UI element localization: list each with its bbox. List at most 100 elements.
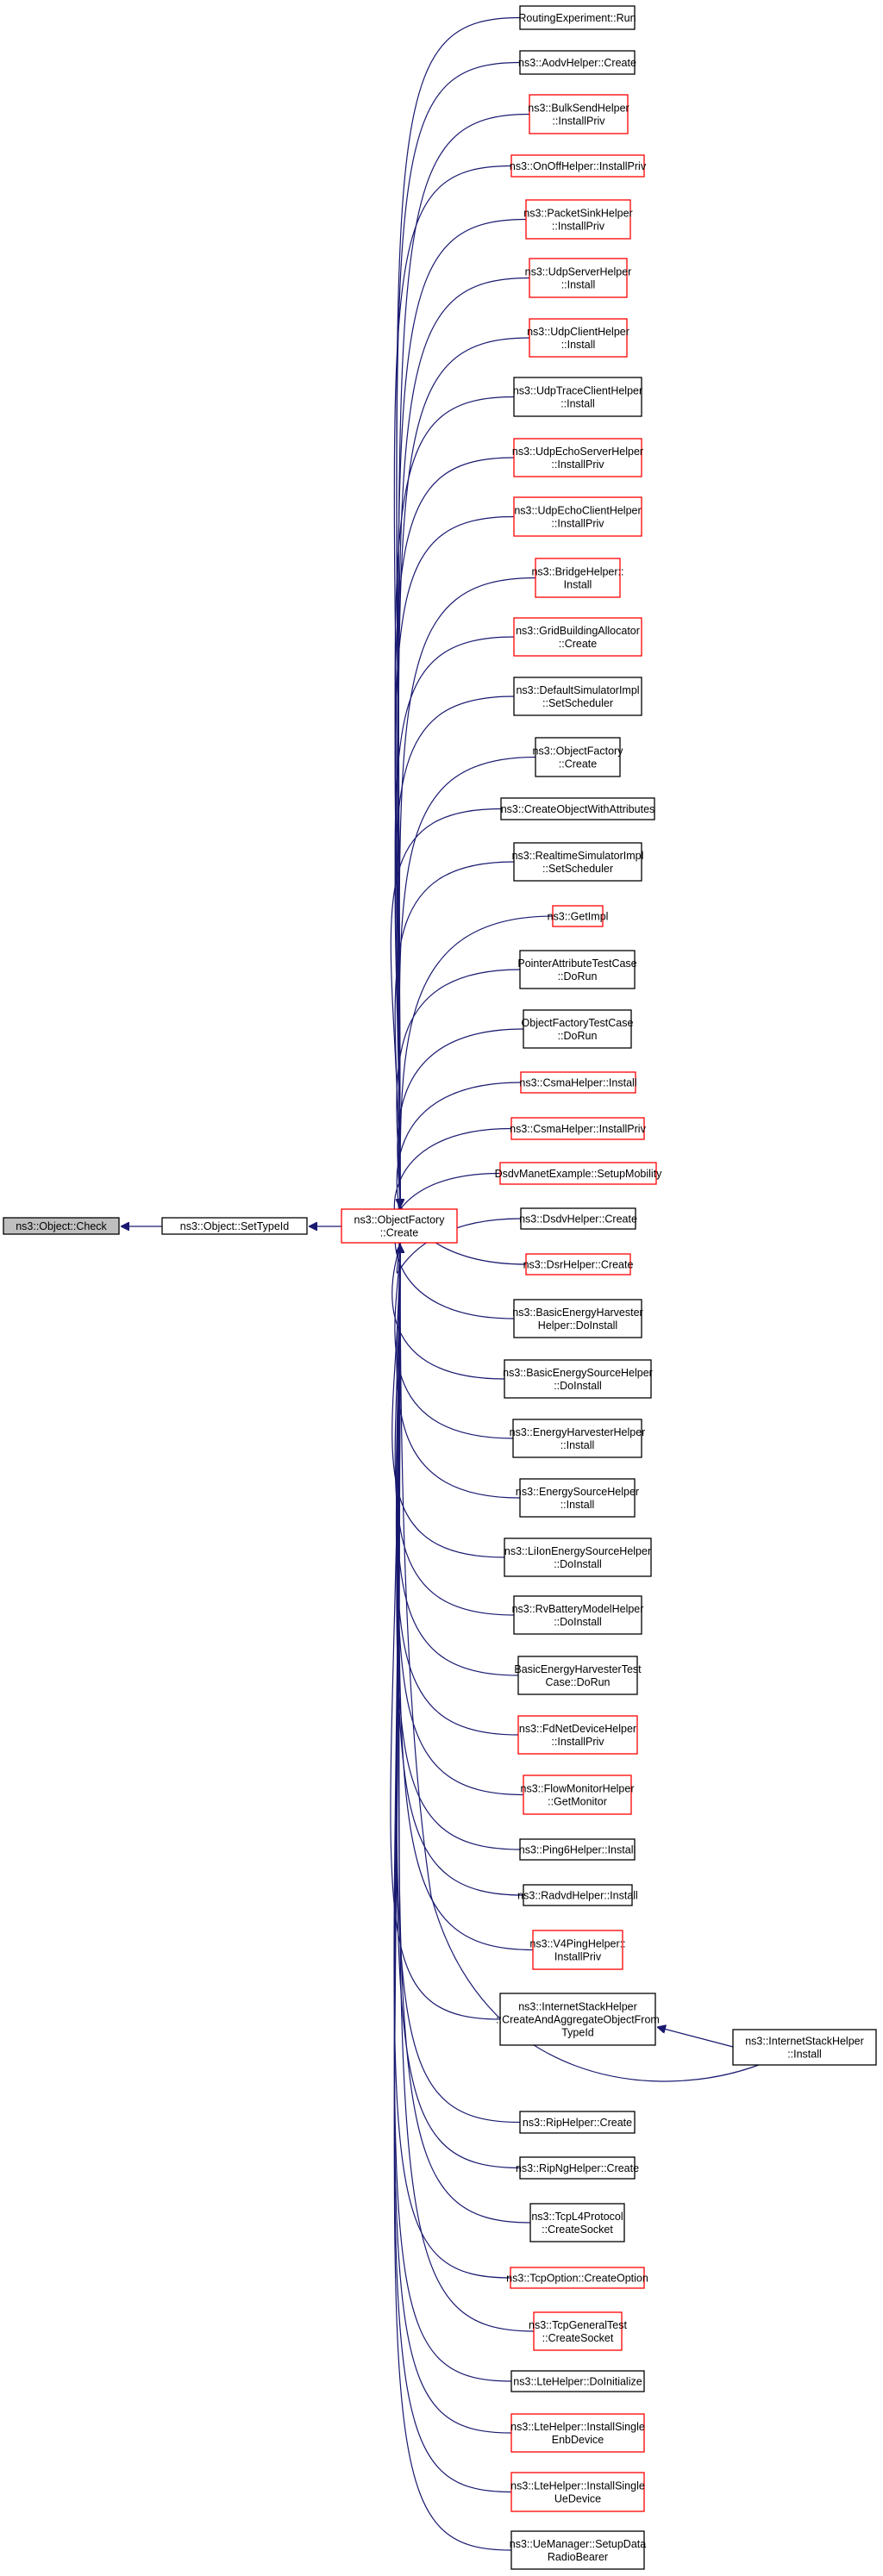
node-n8[interactable]: ns3::UdpEchoServerHelper::InstallPriv [512,438,643,477]
node-n40[interactable]: ns3::TcpOption::CreateOption [506,2267,648,2289]
node-box [513,438,642,477]
node-label: ::SetScheduler [542,697,613,709]
node-settypeid[interactable]: ns3::Object::SetTypeId [161,1217,308,1235]
node-n36[interactable]: ns3::InternetStackHelper::CreateAndAggre… [496,1993,660,2046]
node-label: ns3::Object::Check [16,1220,107,1232]
node-label: ::InstallPriv [552,115,605,128]
node-label: ::CreateAndAggregateObjectFrom [496,2014,660,2026]
node-label: Helper::DoInstall [538,1319,617,1332]
node-label: Case::DoRun [545,1676,610,1688]
node-label: ns3::RvBatteryModelHelper [512,1603,644,1615]
node-label: ns3::BasicEnergySourceHelper [503,1367,653,1379]
node-label: ::DoInstall [554,1380,602,1392]
node-box [525,199,631,240]
node-n32[interactable]: ns3::FlowMonitorHelper::GetMonitor [521,1775,635,1815]
edge-n1-to-objectfactory-create [397,61,521,1208]
node-label: RadioBearer [548,2551,608,2563]
node-n35[interactable]: ns3::V4PingHelper::InstallPriv [529,1930,626,1970]
edge-ish-install-to-objectfactory-create [400,1244,760,2082]
node-box [529,94,629,134]
node-label: ns3::ObjectFactory [354,1214,446,1226]
node-label: ns3::GridBuildingAllocator [516,625,640,637]
node-n16[interactable]: ns3::GetImpl [548,905,609,927]
node-n33[interactable]: ns3::Ping6Helper::Install [519,1838,636,1861]
node-label: ::Install [561,279,596,291]
node-n7[interactable]: ns3::UdpTraceClientHelper::Install [513,377,642,417]
node-box [523,1009,632,1049]
node-n3[interactable]: ns3::OnOffHelper::InstallPriv [510,154,647,178]
node-n26[interactable]: ns3::EnergyHarvesterHelper::Install [510,1419,646,1458]
node-n37[interactable]: ns3::RipHelper::Create [519,2111,636,2134]
node-n24[interactable]: ns3::BasicEnergyHarvesterHelper::DoInsta… [512,1299,643,1338]
node-n42[interactable]: ns3::LteHelper::DoInitialize [510,2370,645,2392]
node-n14[interactable]: ns3::CreateObjectWithAttributes [500,797,655,820]
node-n22[interactable]: ns3::DsdvHelper::Create [519,1207,637,1230]
node-n10[interactable]: ns3::BridgeHelper::Install [531,558,624,598]
edge-n7-to-objectfactory-create [394,396,515,1208]
node-label: ObjectFactoryTestCase [522,1017,634,1029]
edge-n15-to-objectfactory-create [394,861,515,1207]
node-label: ns3::UdpEchoServerHelper [512,446,643,458]
node-n31[interactable]: ns3::FdNetDeviceHelper::InstallPriv [517,1715,638,1755]
node-n34[interactable]: ns3::RadvdHelper::Install [517,1884,638,1906]
node-label: ns3::CsmaHelper::Install [519,1077,636,1089]
node-n0[interactable]: RoutingExperiment::Run [518,5,636,30]
node-n15[interactable]: ns3::RealtimeSimulatorImpl::SetScheduler [512,842,644,882]
node-label: ns3::RadvdHelper::Install [517,1890,638,1902]
node-ish_install[interactable]: ns3::InternetStackHelper::Install [732,2029,877,2066]
node-n39[interactable]: ns3::TcpL4Protocol::CreateSocket [529,2203,625,2242]
node-n4[interactable]: ns3::PacketSinkHelper::InstallPriv [523,199,633,240]
node-label: ns3::LiIonEnergySourceHelper [504,1545,651,1557]
node-box [510,2267,645,2289]
node-box [513,1595,642,1635]
node-box [519,2111,636,2134]
node-box [500,797,655,820]
node-box [532,1930,623,1970]
node-box [510,2413,645,2453]
node-n5[interactable]: ns3::UdpServerHelper::Install [525,258,632,298]
node-n28[interactable]: ns3::LiIonEnergySourceHelper::DoInstall [504,1537,652,1577]
node-n23[interactable]: ns3::DsrHelper::Create [523,1253,634,1276]
node-n11[interactable]: ns3::GridBuildingAllocator::Create [513,617,642,657]
node-box [519,1838,636,1861]
node-n19[interactable]: ns3::CsmaHelper::Install [519,1071,637,1094]
node-label: ns3::OnOffHelper::InstallPriv [510,160,647,172]
node-box [510,2370,645,2392]
edge-n41-to-objectfactory-create [399,1244,535,2332]
node-n38[interactable]: ns3::RipNgHelper::Create [516,2156,639,2180]
node-label: ns3::BasicEnergyHarvester [512,1307,642,1319]
node-n9[interactable]: ns3::UdpEchoClientHelper::InstallPriv [513,496,642,537]
node-n41[interactable]: ns3::TcpGeneralTest::CreateSocket [529,2311,627,2351]
node-n13[interactable]: ns3::ObjectFactory::Create [533,737,624,777]
node-n2[interactable]: ns3::BulkSendHelper::InstallPriv [528,94,629,134]
node-n6[interactable]: ns3::UdpClientHelper::Install [527,318,629,358]
node-n1[interactable]: ns3::AodvHelper::Create [518,50,636,75]
node-label: ns3::RipNgHelper::Create [516,2162,639,2174]
edge-n8-to-objectfactory-create [394,457,515,1207]
node-box [533,2311,623,2351]
node-n29[interactable]: ns3::RvBatteryModelHelper::DoInstall [512,1595,644,1635]
node-n17[interactable]: PointerAttributeTestCase::DoRun [517,950,637,989]
node-n20[interactable]: ns3::CsmaHelper::InstallPriv [510,1117,647,1140]
node-label: ::DoInstall [554,1558,602,1570]
node-n12[interactable]: ns3::DefaultSimulatorImpl::SetScheduler [513,677,642,716]
node-box [552,905,604,927]
node-label: ::Install [561,339,596,351]
edge-n5-to-objectfactory-create [398,277,530,1208]
node-n21[interactable]: DsdvManetExample::SetupMobility [495,1162,663,1185]
node-n18[interactable]: ObjectFactoryTestCase::DoRun [522,1009,634,1049]
node-label: ::Install [560,1499,595,1511]
node-box [510,2472,645,2512]
node-check[interactable]: ns3::Object::Check [3,1217,120,1235]
node-label: TypeId [561,2027,594,2039]
node-label: ::Create [559,638,598,650]
node-box [513,842,642,882]
node-n25[interactable]: ns3::BasicEnergySourceHelper::DoInstall [503,1359,653,1399]
node-of_create[interactable]: ns3::ObjectFactory::Create [341,1208,458,1244]
node-label: ns3::PacketSinkHelper [523,208,632,220]
node-n27[interactable]: ns3::EnergySourceHelper::Install [516,1478,639,1518]
